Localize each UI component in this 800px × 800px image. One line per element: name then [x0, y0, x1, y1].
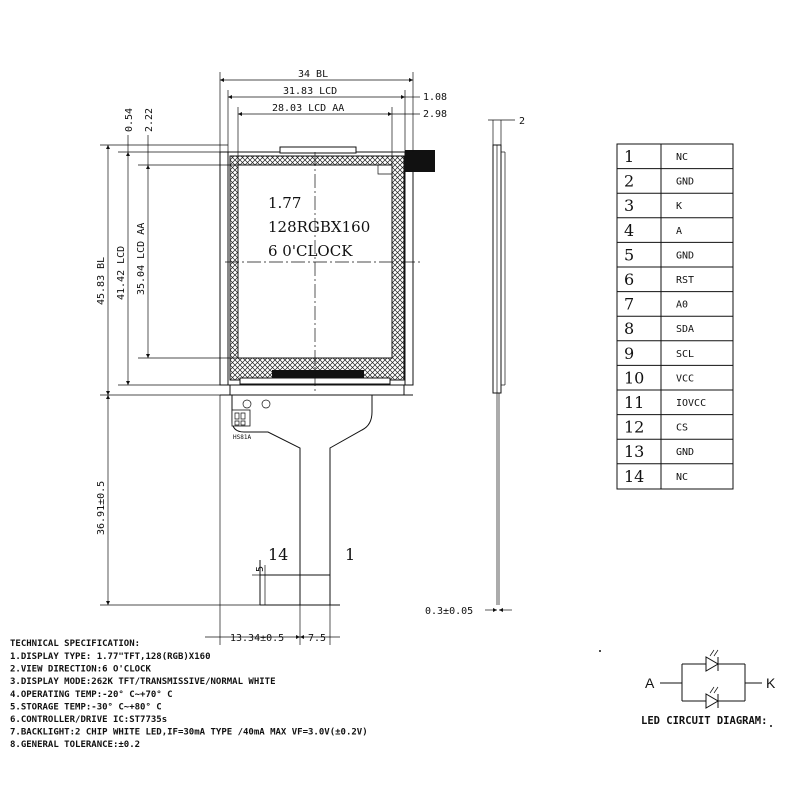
- dim-fpc-tab: 5: [255, 566, 266, 572]
- pin-signal-name: GND: [676, 447, 694, 458]
- dim-fpc-left: 13.34±0.5: [230, 633, 284, 644]
- dim-right-offset-1: 1.08: [423, 92, 447, 103]
- pin-signal-name: NC: [676, 152, 688, 163]
- led-circuit-diagram: [599, 649, 772, 727]
- pin-number: 8: [624, 319, 634, 338]
- bottom-dimension-lines: [205, 395, 340, 645]
- top-dimension-lines: [219, 72, 420, 165]
- pin-signal-name: GND: [676, 177, 694, 188]
- led-anode-label: A: [645, 675, 655, 691]
- pin-number: 7: [624, 295, 634, 314]
- pin-number: 14: [624, 467, 644, 486]
- side-view: [485, 119, 515, 613]
- spec-line: 7.BACKLIGHT:2 CHIP WHITE LED,IF=30mA TYP…: [10, 728, 368, 738]
- pin-number: 4: [624, 221, 634, 240]
- spec-line: 1.DISPLAY TYPE: 1.77"TFT,128(RGB)X160: [10, 652, 210, 662]
- corner-tab: [405, 150, 435, 172]
- pin-number: 13: [624, 442, 644, 461]
- dim-side-top: 2: [519, 116, 525, 127]
- pin-number: 11: [624, 393, 644, 412]
- spec-line: 2.VIEW DIRECTION:6 O'CLOCK: [10, 665, 151, 675]
- driver-ic: [272, 370, 364, 378]
- pin-number: 3: [624, 196, 634, 215]
- pin-signal-name: SCL: [676, 349, 694, 360]
- fpc-code-label: HS81A: [233, 434, 251, 441]
- pin-signal-name: VCC: [676, 373, 694, 384]
- fpc-cable: [231, 395, 373, 606]
- led-circuit-caption: LED CIRCUIT DIAGRAM:: [641, 715, 767, 727]
- top-slot: [279, 146, 357, 154]
- dim-overall-height: 45.83 BL: [96, 257, 107, 305]
- spec-line: 3.DISPLAY MODE:262K TFT/TRANSMISSIVE/NOR…: [10, 677, 276, 687]
- pin-signal-name: CS: [676, 423, 688, 434]
- dim-overall-width: 34 BL: [298, 69, 328, 80]
- led-cathode-label: K: [766, 675, 776, 691]
- spec-title: TECHNICAL SPECIFICATION:: [10, 639, 140, 649]
- pin-signal-name: RST: [676, 275, 694, 286]
- pin-signal-name: K: [676, 201, 682, 212]
- panel-resolution-text: 128RGBX160: [268, 218, 370, 236]
- fpc-pin-14-marker: 14: [268, 545, 288, 564]
- pin-number: 1: [624, 147, 634, 166]
- pin-signal-name: IOVCC: [676, 398, 706, 409]
- spec-line: 4.OPERATING TEMP:-20° C~+70° C: [10, 690, 173, 700]
- dim-thickness: 0.3±0.05: [425, 606, 473, 617]
- spec-line: 5.STORAGE TEMP:-30° C~+80° C: [10, 702, 162, 712]
- dim-fpc-width: 7.5: [308, 633, 326, 644]
- pin-number: 12: [624, 418, 644, 437]
- dim-top-offset-2: 2.22: [144, 108, 155, 132]
- pin-number: 2: [624, 172, 634, 191]
- dim-lcd-height: 41.42 LCD: [116, 246, 127, 300]
- dim-lcd-width: 31.83 LCD: [283, 86, 337, 97]
- pin-signal-name: A: [676, 226, 682, 237]
- spec-line: 8.GENERAL TOLERANCE:±0.2: [10, 740, 140, 750]
- panel-direction-text: 6 0'CLOCK: [268, 242, 353, 260]
- dim-fpc-length: 36.91±0.5: [96, 481, 107, 535]
- led-diode-icon: [705, 686, 719, 709]
- dim-aa-height: 35.04 LCD AA: [136, 223, 147, 295]
- led-diode-icon: [705, 649, 719, 672]
- pin-number: 5: [624, 245, 634, 264]
- dim-right-offset-2: 2.98: [423, 109, 447, 120]
- spec-line: 6.CONTROLLER/DRIVE IC:ST7735s: [10, 715, 167, 725]
- pin-number: 6: [624, 270, 634, 289]
- technical-specification: TECHNICAL SPECIFICATION: 1.DISPLAY TYPE:…: [10, 639, 368, 750]
- pin-number: 9: [624, 344, 634, 363]
- pin-signal-name: NC: [676, 472, 688, 483]
- pin-signal-name: SDA: [676, 324, 694, 335]
- pin-signal-name: A0: [676, 300, 688, 311]
- dim-aa-width: 28.03 LCD AA: [272, 103, 344, 114]
- left-dimension-lines: [100, 135, 260, 606]
- pin-number: 10: [624, 368, 644, 387]
- pin-signal-name: GND: [676, 250, 694, 261]
- module-front-view: [219, 146, 435, 396]
- dim-top-offset-1: 0.54: [124, 108, 135, 132]
- fpc-pin-1-marker: 1: [345, 545, 355, 564]
- panel-size-text: 1.77: [268, 194, 301, 212]
